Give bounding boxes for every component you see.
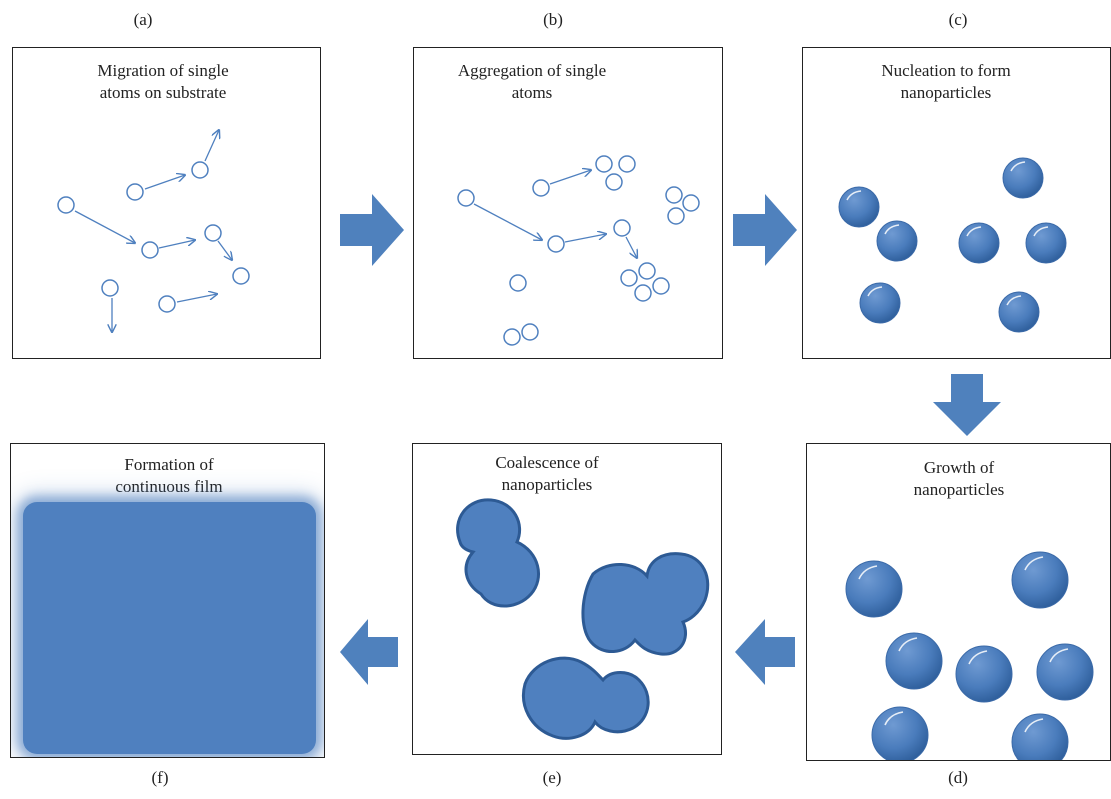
- migration-arrow: [217, 240, 232, 260]
- atom: [638, 262, 656, 280]
- panel-d-title-line1: Growth of: [923, 458, 995, 477]
- label-e: (e): [542, 768, 562, 787]
- process-arrow-down: [933, 374, 1001, 436]
- process-arrow-left-2: [340, 619, 398, 685]
- atom: [521, 323, 539, 341]
- nanoparticle: [1011, 713, 1069, 760]
- panel-a: Migration of single atoms on substrate: [12, 47, 321, 359]
- atom: [457, 189, 475, 207]
- atom: [57, 196, 75, 214]
- migration-arrow: [549, 170, 591, 185]
- panel-c-title-line1: Nucleation to form: [881, 61, 1011, 80]
- label-f: (f): [151, 768, 169, 787]
- label-d: (d): [948, 768, 968, 787]
- panel-d-particles: [845, 551, 1094, 760]
- continuous-film: [23, 502, 316, 754]
- panel-b-title-line2: atoms: [511, 83, 553, 102]
- panel-b-title-line1: Aggregation of single: [457, 61, 607, 80]
- atom: [191, 161, 209, 179]
- panel-c-title: Nucleation to form nanoparticles: [841, 60, 1051, 104]
- atom: [682, 194, 700, 212]
- panel-b-atoms: [457, 155, 700, 346]
- migration-arrow: [204, 130, 219, 162]
- atom: [605, 173, 623, 191]
- panel-e-title-line1: Coalescence of: [495, 453, 599, 472]
- atom: [620, 269, 638, 287]
- panel-d-title-line2: nanoparticles: [913, 480, 1005, 499]
- migration-arrow: [158, 240, 195, 249]
- panel-e-title-line2: nanoparticles: [501, 475, 593, 494]
- atom: [595, 155, 613, 173]
- coalesced-particle: [581, 552, 710, 656]
- atom: [126, 183, 144, 201]
- nanoparticle: [958, 222, 1000, 264]
- migration-arrow: [74, 210, 135, 243]
- nanoparticle: [1036, 643, 1094, 701]
- atom: [158, 295, 176, 313]
- process-arrow-left-1: [735, 619, 795, 685]
- nanoparticle: [1025, 222, 1067, 264]
- nanoparticle: [885, 632, 943, 690]
- panel-d: Growth of nanoparticles: [806, 443, 1111, 761]
- migration-arrow: [144, 175, 185, 190]
- nanoparticle: [1002, 157, 1044, 199]
- migration-arrow: [564, 234, 606, 243]
- atom: [204, 224, 222, 242]
- atom: [101, 279, 119, 297]
- atom: [532, 179, 550, 197]
- migration-arrow: [625, 236, 637, 258]
- panel-f-title-line2: continuous film: [115, 477, 223, 496]
- nanoparticle: [845, 560, 903, 618]
- panel-a-title-line1: Migration of single: [97, 61, 229, 80]
- panel-f-title-line1: Formation of: [124, 455, 214, 474]
- coalesced-particle: [522, 656, 650, 740]
- panel-a-title-line2: atoms on substrate: [99, 83, 227, 102]
- atom: [503, 328, 521, 346]
- panel-e-particles: [456, 498, 710, 740]
- label-c: (c): [948, 10, 968, 29]
- panel-c-title-line2: nanoparticles: [900, 83, 992, 102]
- atom: [652, 277, 670, 295]
- nanoparticle: [838, 186, 880, 228]
- panel-f: Formation of continuous film: [10, 443, 325, 758]
- panel-a-atoms: [57, 48, 250, 359]
- atom: [665, 186, 683, 204]
- nanoparticle: [876, 220, 918, 262]
- panel-e-title: Coalescence of nanoparticles: [447, 452, 647, 496]
- panel-c-particles: [838, 157, 1067, 333]
- atom: [232, 267, 250, 285]
- panel-b: Aggregation of single atoms: [413, 47, 723, 359]
- nanoparticle: [955, 645, 1013, 703]
- nanoparticle: [859, 282, 901, 324]
- nanoparticle: [1011, 551, 1069, 609]
- nanoparticle: [871, 706, 929, 760]
- process-arrow-right-2: [733, 194, 797, 266]
- label-a: (a): [133, 10, 153, 29]
- atom: [509, 274, 527, 292]
- label-b: (b): [543, 10, 563, 29]
- process-arrow-right-1: [340, 194, 404, 266]
- migration-arrow: [473, 203, 542, 240]
- coalesced-particle: [456, 498, 540, 608]
- atom: [613, 219, 631, 237]
- atom: [618, 155, 636, 173]
- panel-e: Coalescence of nanoparticles: [412, 443, 722, 755]
- atom: [141, 241, 159, 259]
- panel-c: Nucleation to form nanoparticles: [802, 47, 1111, 359]
- nanoparticle: [998, 291, 1040, 333]
- atom: [667, 207, 685, 225]
- panel-d-title: Growth of nanoparticles: [859, 457, 1059, 501]
- atom: [634, 284, 652, 302]
- panel-b-title: Aggregation of single atoms: [432, 60, 632, 104]
- panel-f-title: Formation of continuous film: [69, 454, 269, 498]
- migration-arrow: [176, 294, 217, 303]
- atom: [547, 235, 565, 253]
- panel-a-title: Migration of single atoms on substrate: [13, 60, 313, 104]
